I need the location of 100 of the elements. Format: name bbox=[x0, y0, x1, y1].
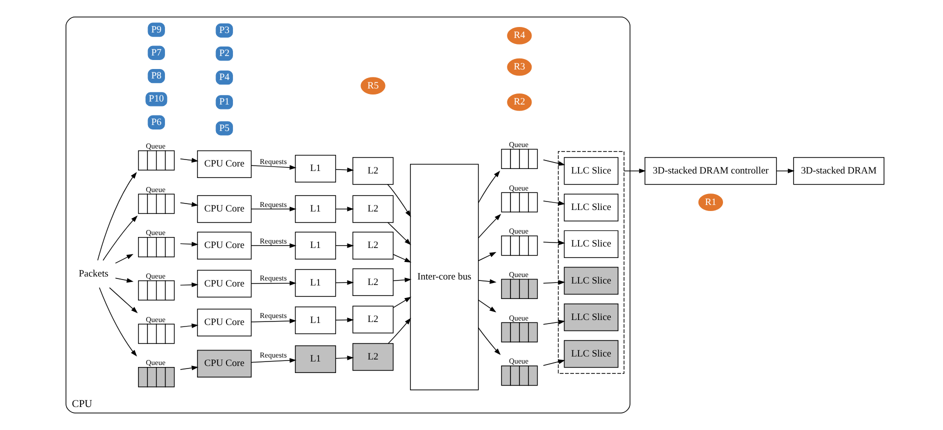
node-box: L2 bbox=[352, 343, 394, 371]
arrow bbox=[542, 280, 565, 285]
node-label: Queue bbox=[145, 314, 165, 324]
node-ellipse: R3 bbox=[506, 58, 532, 76]
node-box: L2 bbox=[352, 195, 394, 223]
arrow bbox=[478, 300, 496, 312]
node-label: Queue bbox=[508, 313, 528, 322]
node-box: CPU Core bbox=[196, 195, 252, 223]
edge-label: Requests bbox=[259, 200, 286, 209]
node-box: L1 bbox=[294, 345, 336, 373]
edge-label: Requests bbox=[259, 157, 286, 166]
node-label: Queue bbox=[145, 358, 165, 368]
arrow bbox=[542, 320, 565, 325]
node-box: P7 bbox=[147, 46, 164, 60]
arrow bbox=[477, 327, 500, 356]
edge-label: Requests bbox=[259, 236, 286, 246]
arrow bbox=[478, 170, 500, 204]
arrow bbox=[478, 279, 496, 284]
arrow bbox=[478, 214, 501, 238]
node-label: Queue bbox=[508, 356, 528, 366]
arrow bbox=[102, 215, 138, 261]
node-box: 3D-stacked DRAM bbox=[792, 157, 884, 185]
arrow bbox=[250, 358, 296, 363]
node-box: L1 bbox=[294, 232, 336, 260]
node-box: CPU Core bbox=[196, 270, 252, 298]
arrow bbox=[542, 160, 565, 166]
node-label: Queue bbox=[145, 142, 165, 151]
arrow bbox=[98, 287, 137, 357]
arrow bbox=[108, 287, 138, 314]
node-box: L1 bbox=[294, 195, 336, 223]
arrow bbox=[542, 200, 565, 206]
arrow bbox=[334, 243, 354, 248]
arrow bbox=[250, 318, 296, 324]
node-box: CPU Core bbox=[196, 350, 252, 378]
arrow bbox=[542, 240, 565, 246]
arrow bbox=[392, 278, 411, 282]
arrow bbox=[114, 278, 133, 283]
arrow bbox=[334, 318, 354, 322]
arrow bbox=[250, 243, 296, 248]
arrow bbox=[392, 254, 411, 263]
arrow bbox=[96, 172, 136, 261]
node-box: CPU Core bbox=[196, 232, 252, 260]
arrow bbox=[180, 242, 198, 247]
edge-label: Requests bbox=[259, 350, 286, 360]
node-label: Queue bbox=[508, 226, 528, 236]
node-ellipse: R4 bbox=[506, 27, 532, 44]
arrow bbox=[387, 318, 411, 344]
arrow bbox=[334, 280, 354, 285]
node-box: L2 bbox=[352, 268, 394, 296]
node-box: L1 bbox=[294, 154, 336, 182]
arrow bbox=[250, 280, 296, 286]
node-box: CPU Core bbox=[196, 150, 252, 178]
arrow bbox=[623, 168, 646, 174]
node-box: LLC Slice bbox=[563, 340, 618, 368]
arrow bbox=[180, 202, 198, 207]
node-box: L2 bbox=[352, 157, 394, 185]
node-label: Queue bbox=[508, 183, 528, 192]
arrow bbox=[334, 356, 354, 360]
node-box: LLC Slice bbox=[563, 230, 618, 258]
node-box: LLC Slice bbox=[563, 304, 618, 332]
node-box: L1 bbox=[294, 306, 336, 334]
arrow bbox=[386, 184, 410, 218]
node-ellipse: R2 bbox=[506, 94, 532, 111]
node-box: L2 bbox=[352, 232, 394, 260]
node-box: LLC Slice bbox=[563, 194, 618, 222]
arrow bbox=[250, 165, 296, 170]
node-label: Queue bbox=[145, 184, 165, 194]
node-box: P6 bbox=[147, 115, 164, 130]
arrow bbox=[114, 254, 133, 264]
arrow bbox=[334, 168, 354, 172]
node-box: L2 bbox=[352, 306, 394, 334]
node-label: Queue bbox=[145, 228, 165, 238]
node-ellipse: R5 bbox=[360, 77, 385, 94]
node-box: 3D-stacked DRAM controller bbox=[644, 157, 776, 185]
arrow bbox=[776, 168, 794, 174]
arrow bbox=[334, 206, 354, 212]
node-box: LLC Slice bbox=[563, 157, 618, 185]
arrow bbox=[180, 282, 198, 288]
arrow bbox=[180, 323, 198, 328]
arrow bbox=[386, 222, 411, 246]
node-box: CPU Core bbox=[196, 308, 252, 336]
node-box: P2 bbox=[215, 46, 232, 61]
node-box: P1 bbox=[215, 95, 232, 110]
arrow bbox=[250, 206, 296, 212]
node-label: Queue bbox=[508, 270, 528, 280]
edge-label: Requests bbox=[259, 311, 286, 320]
node-box: L1 bbox=[294, 269, 336, 297]
node-box: P8 bbox=[147, 68, 164, 84]
node-box: LLC Slice bbox=[563, 266, 618, 295]
arrow bbox=[542, 359, 565, 366]
node-label: Queue bbox=[145, 272, 165, 280]
arrow bbox=[392, 296, 411, 308]
arrow bbox=[180, 158, 198, 163]
node-box: P4 bbox=[215, 70, 232, 85]
node-box: Inter-core bus bbox=[410, 164, 478, 390]
arrow bbox=[478, 252, 496, 262]
node-box: P3 bbox=[215, 23, 232, 38]
node-box: P9 bbox=[147, 22, 164, 37]
node-box: P10 bbox=[145, 92, 167, 106]
node-text: Packets bbox=[78, 268, 108, 280]
